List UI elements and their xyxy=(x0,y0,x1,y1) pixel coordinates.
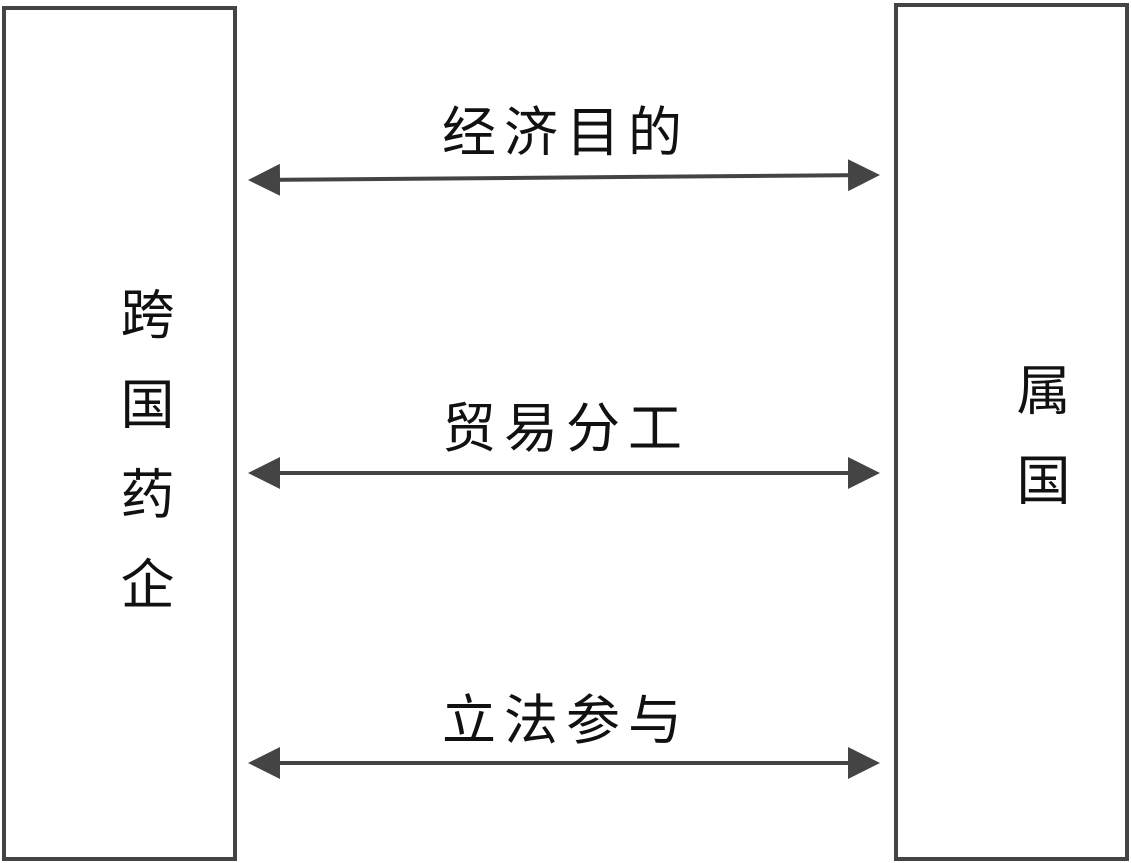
relation-label-legislation: 立法参与 xyxy=(442,689,690,752)
relation-label-trade: 贸易分工 xyxy=(442,397,690,460)
left-entity-box: 跨国药企 xyxy=(2,6,237,861)
relation-label-economic: 经济目的 xyxy=(442,101,690,164)
right-entity-label: 属国 xyxy=(1007,362,1070,542)
right-entity-box: 属国 xyxy=(894,3,1129,861)
left-entity-label: 跨国药企 xyxy=(111,286,174,646)
double-arrow-economic xyxy=(248,159,880,196)
